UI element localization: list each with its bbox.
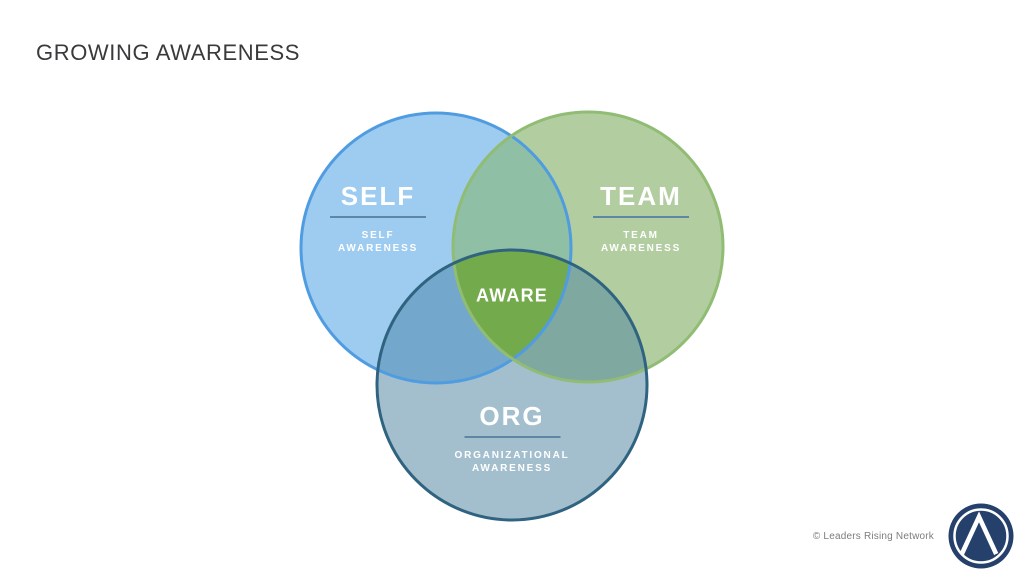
page-title: GROWING AWARENESS (36, 40, 301, 65)
org-circle-outline (375, 248, 649, 522)
logo-circle (948, 503, 1014, 569)
team-circle-outline (451, 110, 725, 384)
self-circle-outline (299, 111, 573, 385)
footer: © Leaders Rising Network (813, 503, 1014, 569)
logo-ring (953, 508, 1009, 564)
leaders-rising-network-logo (948, 503, 1014, 569)
mountain-chevron-icon (959, 511, 999, 555)
copyright-text: © Leaders Rising Network (812, 530, 934, 542)
